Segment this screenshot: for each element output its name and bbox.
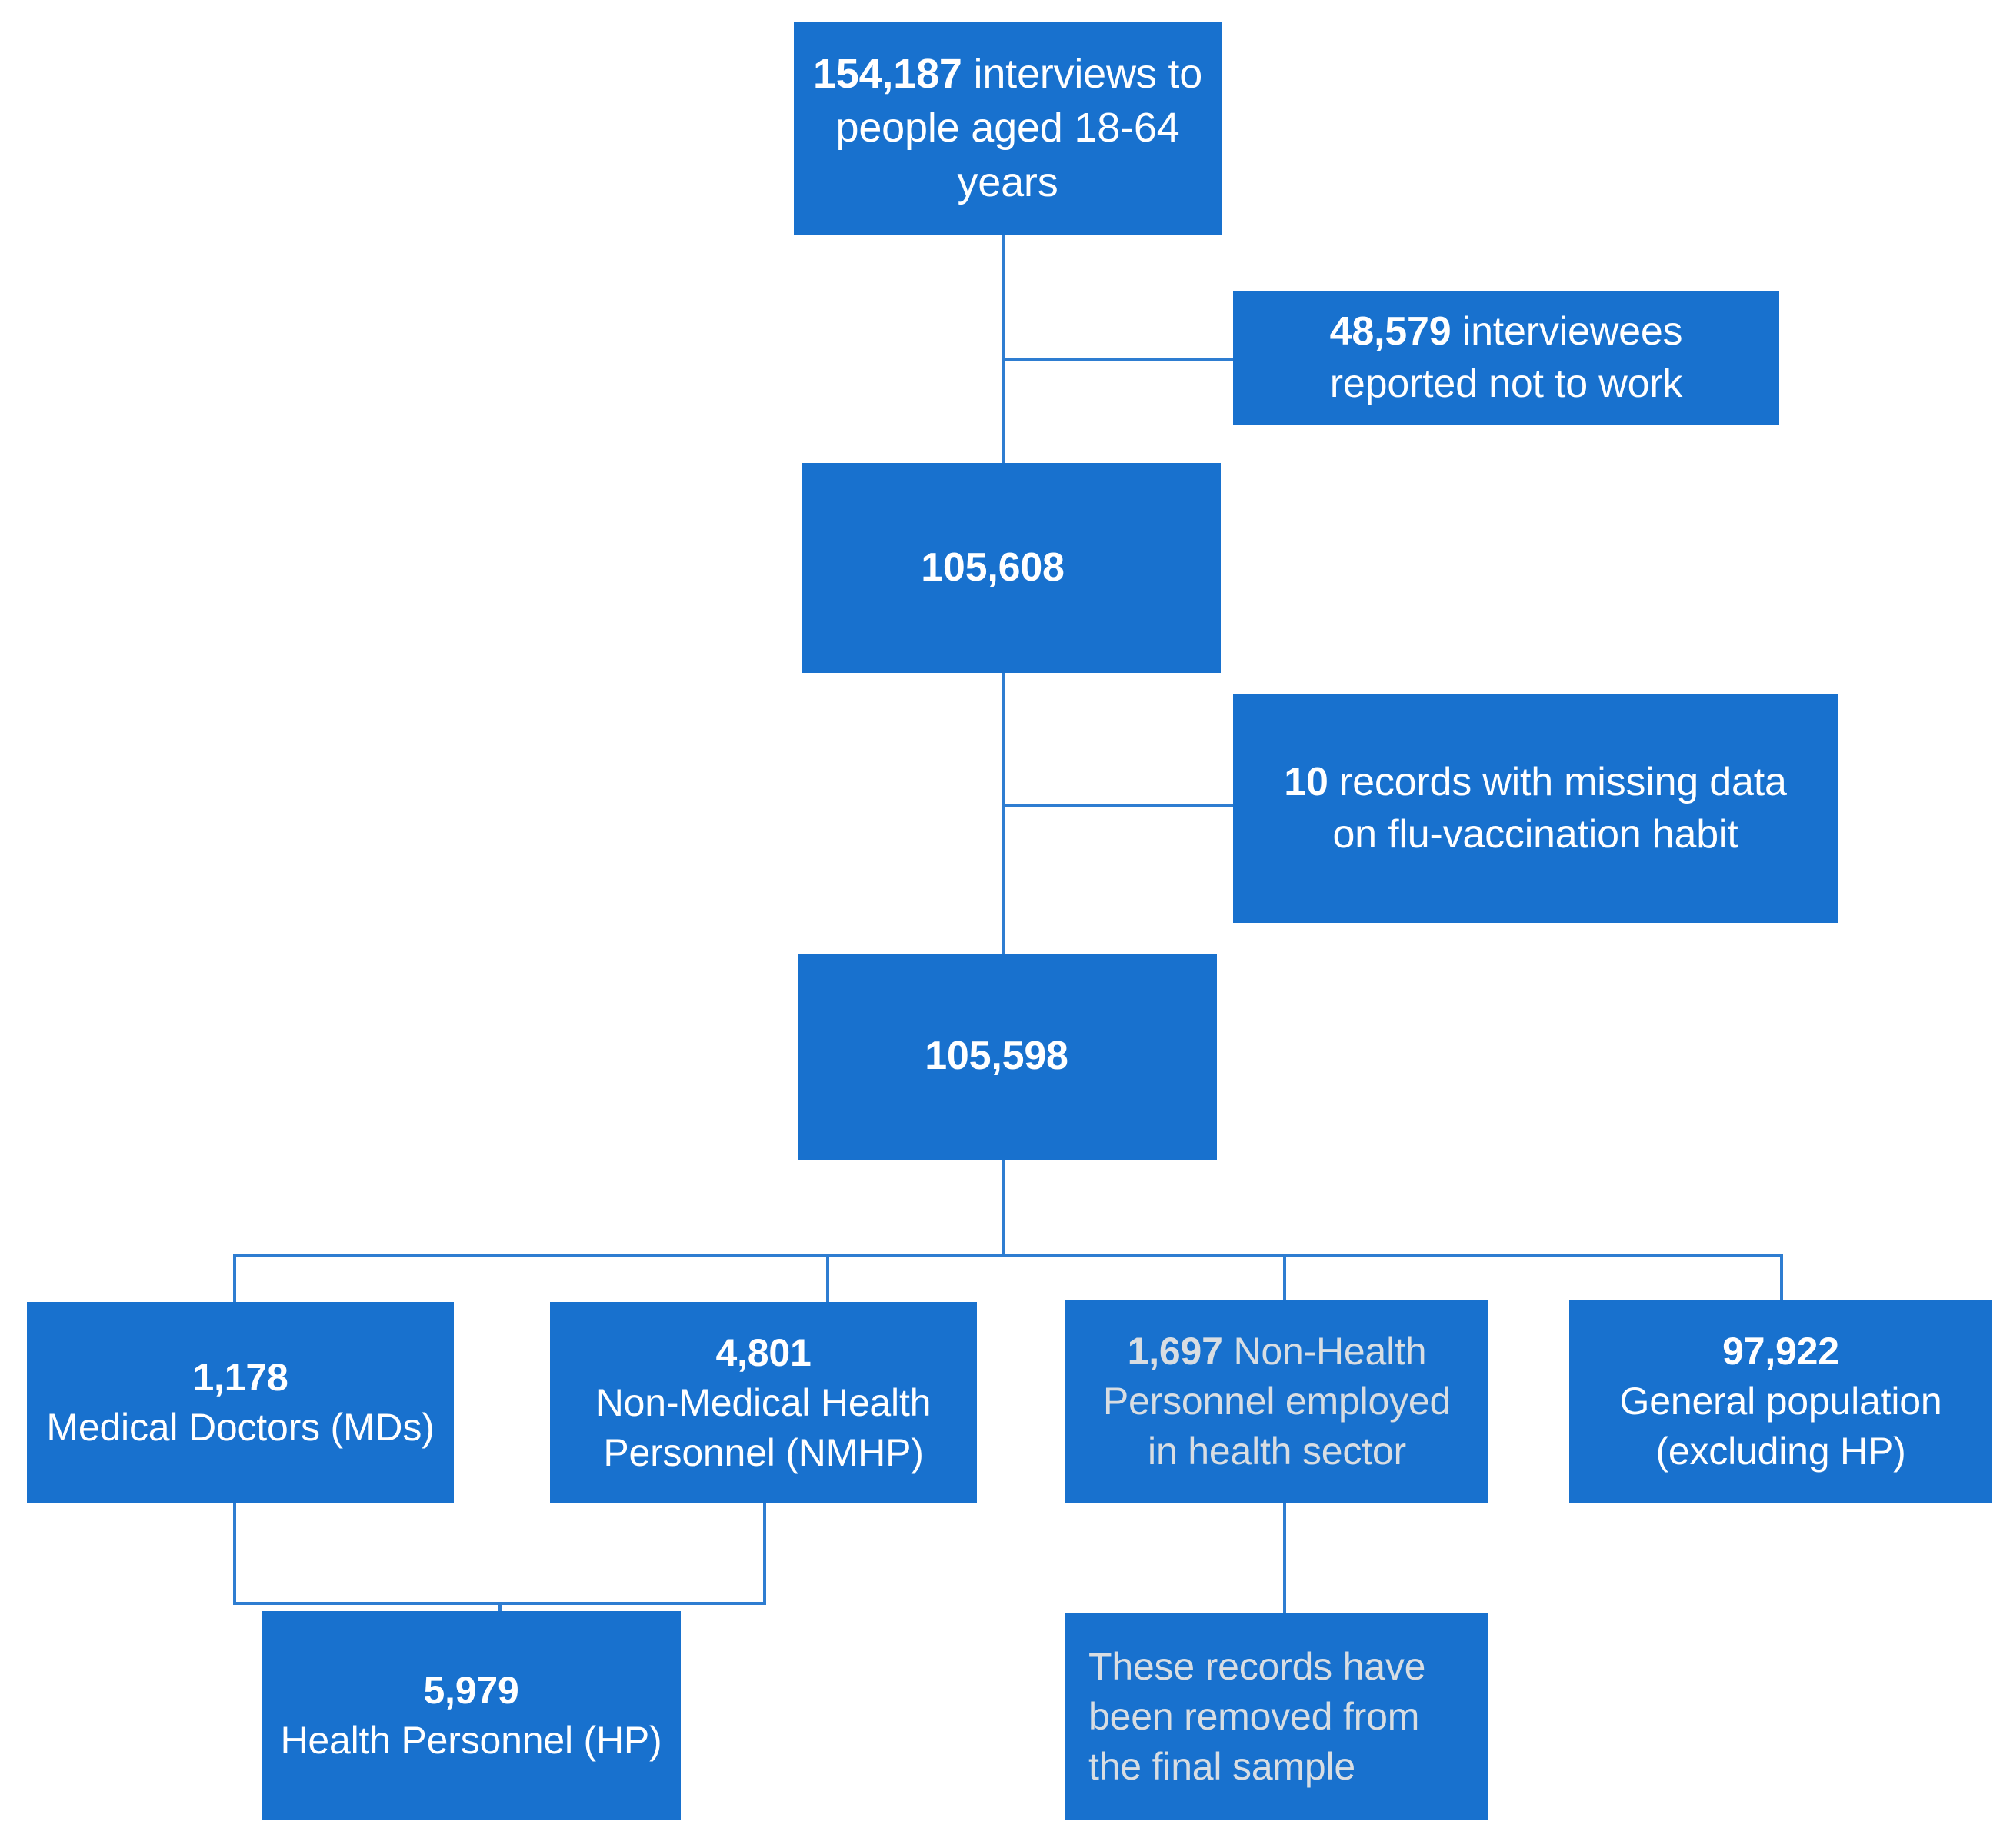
connector-nonhealth-to-note bbox=[1283, 1503, 1286, 1615]
medical-doctors-label: Medical Doctors (MDs) bbox=[46, 1406, 435, 1449]
connector-working-to-final bbox=[1002, 673, 1005, 957]
node-missing-data-exclusion[interactable]: 10 records with missing data on flu-vacc… bbox=[1233, 694, 1838, 923]
general-population-label-line1: General population bbox=[1619, 1380, 1942, 1423]
non-health-count: 1,697 bbox=[1127, 1330, 1223, 1373]
general-population-count: 97,922 bbox=[1722, 1330, 1839, 1373]
removed-note-line3: the final sample bbox=[1088, 1744, 1355, 1788]
node-total-interviews[interactable]: 154,187 interviews to people aged 18-64 … bbox=[794, 22, 1222, 235]
non-health-line1-rest: Non-Health bbox=[1222, 1330, 1427, 1373]
node-general-population[interactable]: 97,922 General population (excluding HP) bbox=[1569, 1300, 1992, 1503]
total-interviews-line1: 154,187 interviews to bbox=[813, 47, 1202, 101]
missing-data-line1-rest: records with missing data bbox=[1328, 759, 1787, 804]
not-working-count: 48,579 bbox=[1329, 308, 1452, 354]
node-working-total[interactable]: 105,608 bbox=[802, 463, 1221, 673]
non-health-line1: 1,697 Non-Health bbox=[1128, 1327, 1427, 1377]
non-health-line2: Personnel employed bbox=[1102, 1380, 1452, 1423]
connector-nmhp-down bbox=[763, 1503, 766, 1603]
non-health-line3: in health sector bbox=[1148, 1430, 1406, 1473]
missing-data-line2: on flu-vaccination habit bbox=[1332, 811, 1738, 857]
not-working-line1-rest: interviewees bbox=[1451, 308, 1683, 354]
nmhp-count: 4,801 bbox=[715, 1330, 812, 1374]
removed-note-line1: These records have bbox=[1088, 1644, 1426, 1688]
nmhp-label-line1: Non-Medical Health bbox=[595, 1380, 932, 1424]
connector-split-to-genpop bbox=[1780, 1254, 1783, 1302]
missing-data-count: 10 bbox=[1284, 759, 1328, 804]
connector-mds-down bbox=[233, 1503, 236, 1603]
health-personnel-label: Health Personnel (HP) bbox=[280, 1719, 662, 1762]
working-total-value: 105,608 bbox=[921, 544, 1065, 590]
connector-final-to-split bbox=[1002, 1160, 1005, 1257]
connector-split-to-nonhealth bbox=[1283, 1254, 1286, 1302]
final-total-value: 105,598 bbox=[925, 1034, 1068, 1079]
connector-split-to-nmhp bbox=[826, 1254, 829, 1302]
node-final-total[interactable]: 105,598 bbox=[798, 954, 1217, 1160]
node-non-health-personnel[interactable]: 1,697 Non-Health Personnel employed in h… bbox=[1065, 1300, 1488, 1503]
missing-data-line1: 10 records with missing data bbox=[1284, 757, 1787, 809]
total-interviews-line2: people aged 18-64 bbox=[835, 105, 1180, 152]
connector-split-to-mds bbox=[233, 1254, 236, 1302]
connector-split-bar bbox=[233, 1254, 1783, 1257]
connector-total-to-working bbox=[1002, 235, 1005, 469]
node-medical-doctors[interactable]: 1,178 Medical Doctors (MDs) bbox=[27, 1302, 454, 1503]
connector-branch-not-working bbox=[1002, 358, 1237, 361]
total-interviews-line1-rest: interviews to bbox=[962, 51, 1203, 98]
removed-note-line2: been removed from bbox=[1088, 1694, 1420, 1738]
node-not-working-exclusion[interactable]: 48,579 interviewees reported not to work bbox=[1233, 291, 1779, 425]
medical-doctors-count: 1,178 bbox=[192, 1356, 288, 1399]
total-interviews-count: 154,187 bbox=[812, 51, 962, 98]
node-health-personnel[interactable]: 5,979 Health Personnel (HP) bbox=[262, 1611, 681, 1820]
nmhp-label-line2: Personnel (NMHP) bbox=[603, 1430, 924, 1474]
node-removed-records-note[interactable]: These records have been removed from the… bbox=[1065, 1613, 1488, 1820]
not-working-line2: reported not to work bbox=[1329, 361, 1683, 406]
total-interviews-line3: years bbox=[957, 158, 1058, 205]
health-personnel-count: 5,979 bbox=[423, 1669, 519, 1712]
connector-branch-missing-data bbox=[1002, 804, 1237, 807]
not-working-line1: 48,579 interviewees bbox=[1330, 306, 1683, 358]
node-non-medical-health-personnel[interactable]: 4,801 Non-Medical Health Personnel (NMHP… bbox=[550, 1302, 977, 1503]
general-population-label-line2: (excluding HP) bbox=[1655, 1430, 1906, 1473]
